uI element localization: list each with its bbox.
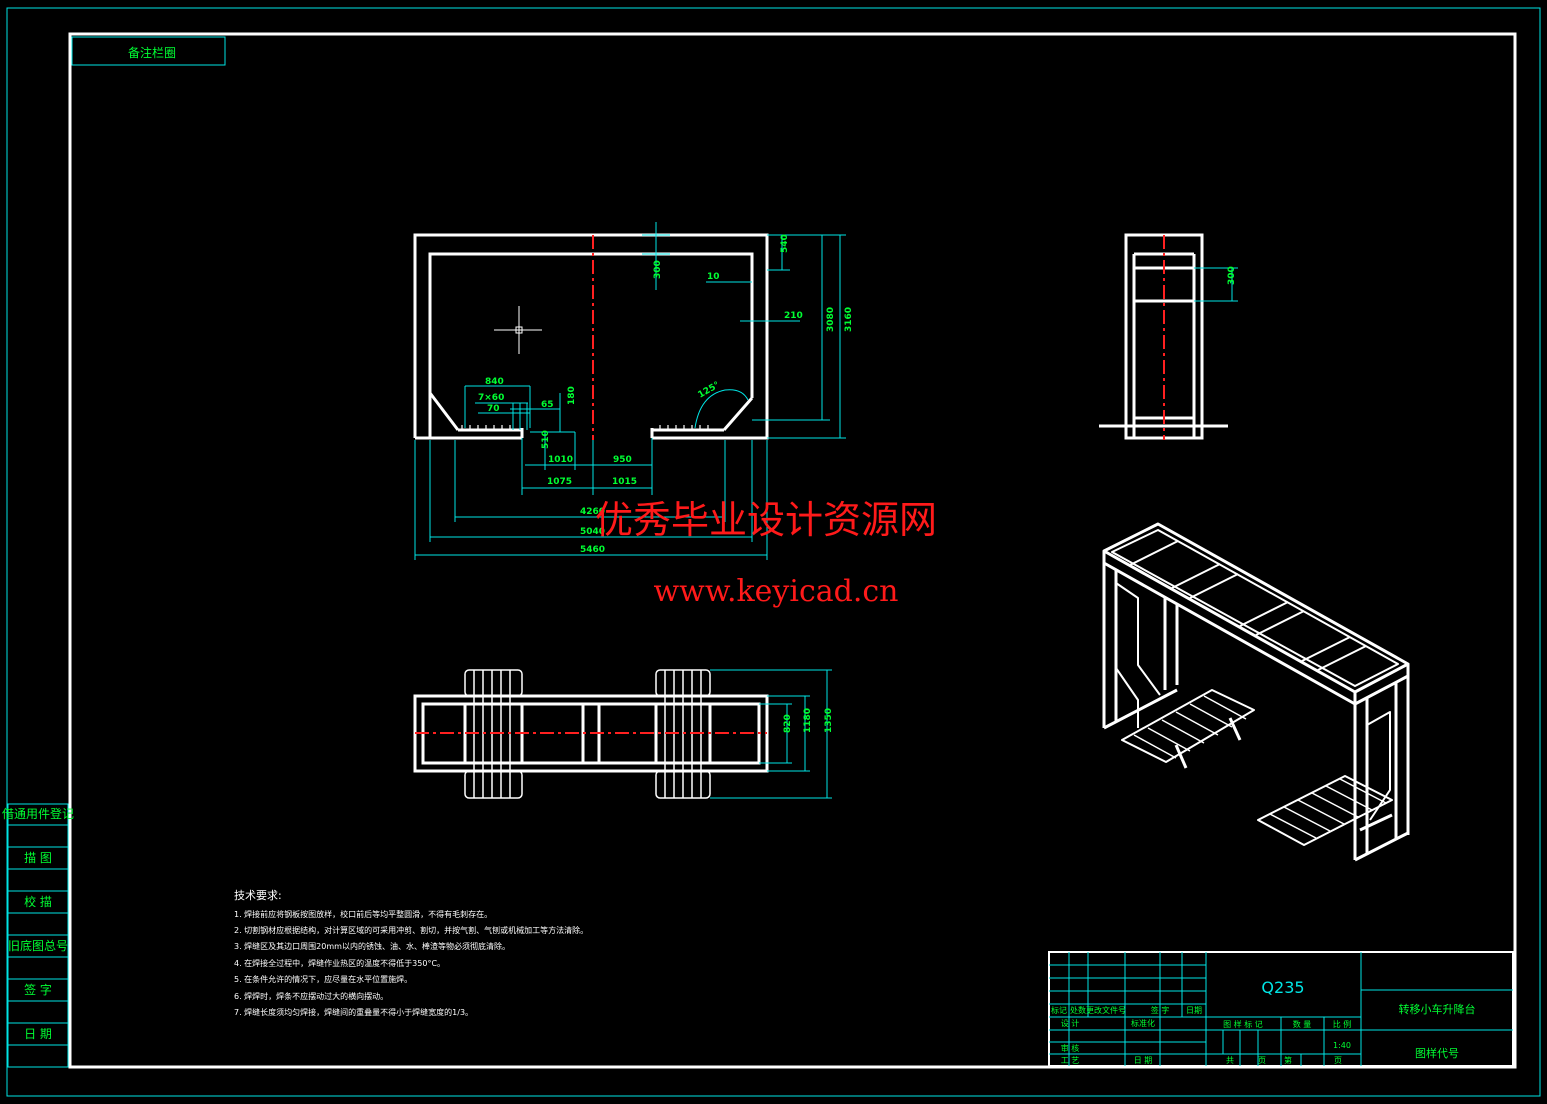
tb-label: 比 例 [1333, 1019, 1352, 1029]
side-view: 300 [1099, 233, 1238, 440]
tb-label: 工 艺 [1061, 1056, 1080, 1065]
side-strip [7, 803, 69, 1068]
dim-text: 4260 [580, 507, 605, 517]
dim-text: 180 [567, 386, 577, 405]
watermark-url: www.keyicad.cn [653, 574, 898, 609]
tb-label: 日期 [1186, 1006, 1202, 1015]
side-strip-label: 描 图 [24, 851, 52, 865]
tech-item: 5. 在条件允许的情况下，应尽量在水平位置施焊。 [234, 974, 412, 984]
isometric-view [1102, 522, 1410, 862]
drawing-border [68, 32, 1517, 1069]
dim-text: 5460 [580, 545, 605, 555]
tb-label: 图 样 标 记 [1223, 1019, 1263, 1029]
dim-text: 300 [1227, 266, 1237, 285]
side-strip-label: 旧底图总号 [8, 938, 68, 953]
dim-text: 820 [783, 714, 793, 733]
tb-label: 页 [1334, 1056, 1342, 1065]
dim-text: 300 [653, 260, 663, 279]
dim-text: 7×60 [478, 393, 504, 403]
tech-requirements: 技术要求: 1. 焊接前应将钢板按图放样，校口前后等均平整圆滑，不得有毛刺存在。… [234, 889, 588, 1017]
dim-text: 1015 [612, 477, 637, 487]
tb-label: 签 字 [1151, 1005, 1170, 1015]
tech-item: 2. 切割钢材应根据结构，对计算区域的可采用冲剪、割切，并按气割、气刨或机械加工… [234, 925, 588, 935]
scale-text: 1:40 [1333, 1041, 1351, 1050]
tb-label: 共 [1226, 1056, 1234, 1065]
tb-label: 处数 [1070, 1005, 1086, 1015]
dim-text: 950 [613, 455, 632, 465]
material-text: Q235 [1261, 978, 1304, 997]
top-view: 820 1180 1350 [413, 669, 834, 799]
front-view: 300 540 10 210 3080 3160 840 7×60 70 65 … [413, 222, 854, 560]
tb-label: 日 期 [1134, 1056, 1153, 1065]
side-strip-label: 校 描 [24, 894, 52, 909]
tech-item: 7. 焊缝长度须均匀焊接，焊缝间的重叠量不得小于焊缝宽度的1/3。 [234, 1007, 473, 1017]
dim-text: 3160 [844, 307, 854, 332]
corner-tag-text: 备注栏圈 [128, 45, 176, 60]
tb-label: 数 量 [1293, 1019, 1312, 1029]
tb-label: 页 [1258, 1056, 1266, 1065]
corner-tag-box [71, 36, 226, 66]
drawing-no-label: 图样代号 [1415, 1046, 1459, 1060]
title-block: Q235 转移小车升降台 图样代号 标记 处数 更改文件号 签 字 日期 设 计… [1048, 951, 1514, 1067]
dim-text: 540 [780, 234, 790, 253]
cad-cursor [494, 306, 542, 354]
tb-label: 设 计 [1061, 1018, 1080, 1028]
side-strip-label: 签 字 [24, 982, 52, 997]
tech-item: 4. 在焊接全过程中，焊缝作业热区的温度不得低于350°C。 [234, 958, 445, 968]
tech-item: 1. 焊接前应将钢板按图放样，校口前后等均平整圆滑，不得有毛刺存在。 [234, 909, 492, 919]
front-inner-frame [428, 252, 754, 438]
dim-text: 3080 [826, 307, 836, 332]
drawing-name: 转移小车升降台 [1399, 1002, 1476, 1016]
outer-frame [6, 7, 1541, 1097]
dim-text: 1010 [548, 455, 573, 465]
tech-item: 3. 焊缝区及其边口周围20mm以内的锈蚀、油、水、棒渣等物必须彻底清除。 [234, 941, 510, 951]
dim-text: 70 [487, 404, 500, 414]
dim-text: 10 [707, 272, 720, 282]
dim-text: 5040 [580, 527, 605, 537]
dim-text: 210 [784, 311, 803, 321]
dim-text: 1350 [824, 708, 834, 733]
tb-label: 第 [1284, 1055, 1292, 1065]
tech-title: 技术要求: [234, 889, 282, 902]
dim-text: 510 [541, 430, 551, 449]
watermark-cn: 优秀毕业设计资源网 [595, 498, 937, 542]
tb-label: 标记 [1051, 1005, 1067, 1015]
front-outer-frame [413, 233, 769, 440]
side-strip-label: 日 期 [24, 1027, 52, 1041]
tb-label: 审 核 [1061, 1043, 1080, 1053]
dim-text: 65 [541, 400, 554, 410]
tb-label: 更改文件号 [1086, 1005, 1126, 1015]
tech-item: 6. 焊焊时，焊条不应摆动过大的横向摆动。 [234, 991, 388, 1001]
dim-text: 1075 [547, 477, 572, 487]
dim-text: 1180 [803, 708, 813, 733]
tb-label: 标准化 [1131, 1018, 1155, 1028]
dim-text: 840 [485, 377, 504, 387]
side-strip-label: 借通用件登记 [2, 806, 74, 821]
